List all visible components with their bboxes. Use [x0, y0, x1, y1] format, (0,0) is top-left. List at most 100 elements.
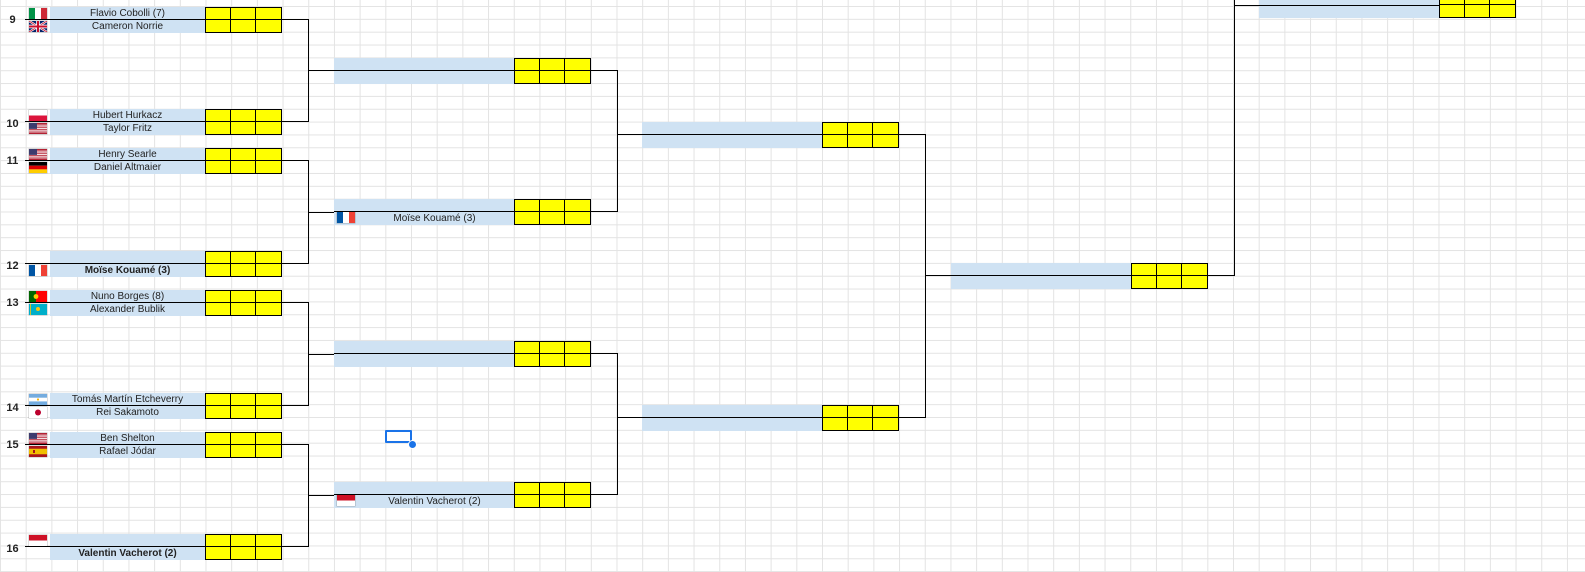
score-cell[interactable] [206, 445, 231, 457]
score-cell[interactable] [848, 135, 873, 147]
score-cell[interactable] [230, 433, 256, 445]
player-name[interactable]: Flavio Cobolli (7) [50, 7, 205, 20]
score-cell[interactable] [873, 418, 898, 430]
score-cell[interactable] [1440, 5, 1465, 17]
score-cell[interactable] [540, 212, 565, 224]
player-name[interactable]: Valentin Vacherot (2) [388, 496, 481, 507]
match-slot[interactable] [334, 199, 514, 225]
score-cell[interactable] [823, 406, 848, 418]
score-cell[interactable] [515, 212, 540, 224]
score-cell[interactable] [515, 342, 540, 354]
score-cell[interactable] [206, 8, 231, 20]
score-cell[interactable] [539, 483, 565, 495]
score-cell[interactable] [540, 495, 565, 507]
score-cell[interactable] [206, 252, 231, 264]
score-cell[interactable] [539, 342, 565, 354]
score-cell[interactable] [206, 433, 231, 445]
player-name[interactable]: Taylor Fritz [50, 122, 205, 135]
player-name[interactable]: Nuno Borges (8) [50, 290, 205, 303]
score-cell[interactable] [255, 110, 281, 122]
score-box[interactable] [205, 393, 282, 419]
player-name[interactable] [50, 251, 205, 264]
player-name[interactable]: Hubert Hurkacz [50, 109, 205, 122]
score-cell[interactable] [231, 445, 256, 457]
score-cell[interactable] [1489, 0, 1515, 5]
score-cell[interactable] [1156, 264, 1182, 276]
score-box[interactable] [205, 534, 282, 560]
score-cell[interactable] [206, 303, 231, 315]
score-cell[interactable] [256, 20, 281, 32]
score-cell[interactable] [565, 495, 590, 507]
score-cell[interactable] [1181, 264, 1207, 276]
match-slot[interactable] [334, 58, 514, 84]
score-box[interactable] [205, 432, 282, 458]
score-cell[interactable] [1132, 276, 1157, 288]
score-cell[interactable] [231, 547, 256, 559]
match-slot[interactable] [642, 405, 822, 431]
score-box[interactable] [514, 482, 591, 508]
score-cell[interactable] [255, 291, 281, 303]
score-cell[interactable] [255, 252, 281, 264]
score-cell[interactable] [206, 535, 231, 547]
player-name[interactable] [355, 71, 514, 84]
score-box[interactable] [822, 405, 899, 431]
player-name[interactable]: Henry Searle [50, 148, 205, 161]
score-cell[interactable] [206, 161, 231, 173]
score-box[interactable] [514, 58, 591, 84]
score-cell[interactable] [823, 418, 848, 430]
score-cell[interactable] [823, 123, 848, 135]
score-cell[interactable] [1157, 276, 1182, 288]
score-cell[interactable] [206, 264, 231, 276]
score-cell[interactable] [515, 71, 540, 83]
score-cell[interactable] [231, 264, 256, 276]
score-cell[interactable] [206, 406, 231, 418]
player-name[interactable] [355, 354, 514, 367]
score-cell[interactable] [1465, 5, 1490, 17]
player-name[interactable]: Daniel Altmaier [50, 161, 205, 174]
selected-cell[interactable] [385, 430, 412, 443]
score-cell[interactable] [1490, 5, 1515, 17]
score-cell[interactable] [230, 394, 256, 406]
score-box[interactable] [514, 341, 591, 367]
score-cell[interactable] [256, 303, 281, 315]
score-cell[interactable] [515, 483, 540, 495]
fill-handle-icon[interactable] [408, 440, 417, 449]
score-cell[interactable] [255, 149, 281, 161]
score-cell[interactable] [823, 135, 848, 147]
player-name[interactable]: Moïse Kouamé (3) [393, 213, 476, 224]
score-cell[interactable] [206, 149, 231, 161]
player-name[interactable]: Rafael Jódar [50, 445, 205, 458]
score-cell[interactable] [255, 8, 281, 20]
score-cell[interactable] [231, 122, 256, 134]
score-cell[interactable] [255, 394, 281, 406]
player-name[interactable]: Ben Shelton [50, 432, 205, 445]
player-name[interactable]: Valentin Vacherot (2) [50, 547, 205, 560]
score-cell[interactable] [872, 406, 898, 418]
score-cell[interactable] [206, 547, 231, 559]
score-cell[interactable] [847, 406, 873, 418]
score-cell[interactable] [539, 200, 565, 212]
score-box[interactable] [1131, 263, 1208, 289]
score-box[interactable] [205, 148, 282, 174]
score-cell[interactable] [256, 445, 281, 457]
player-name[interactable]: Alexander Bublik [50, 303, 205, 316]
score-cell[interactable] [564, 342, 590, 354]
score-cell[interactable] [873, 135, 898, 147]
score-cell[interactable] [515, 354, 540, 366]
score-cell[interactable] [230, 535, 256, 547]
score-cell[interactable] [564, 483, 590, 495]
player-name[interactable]: Cameron Norrie [50, 20, 205, 33]
match-slot[interactable] [334, 482, 514, 508]
player-name[interactable] [951, 276, 1131, 289]
score-cell[interactable] [255, 433, 281, 445]
score-cell[interactable] [515, 59, 540, 71]
score-cell[interactable] [565, 71, 590, 83]
match-slot[interactable] [951, 263, 1131, 289]
score-cell[interactable] [1440, 0, 1465, 5]
score-cell[interactable] [230, 8, 256, 20]
score-box[interactable] [822, 122, 899, 148]
player-name[interactable] [642, 135, 822, 148]
score-cell[interactable] [540, 71, 565, 83]
player-name[interactable]: Moïse Kouamé (3) [50, 264, 205, 277]
